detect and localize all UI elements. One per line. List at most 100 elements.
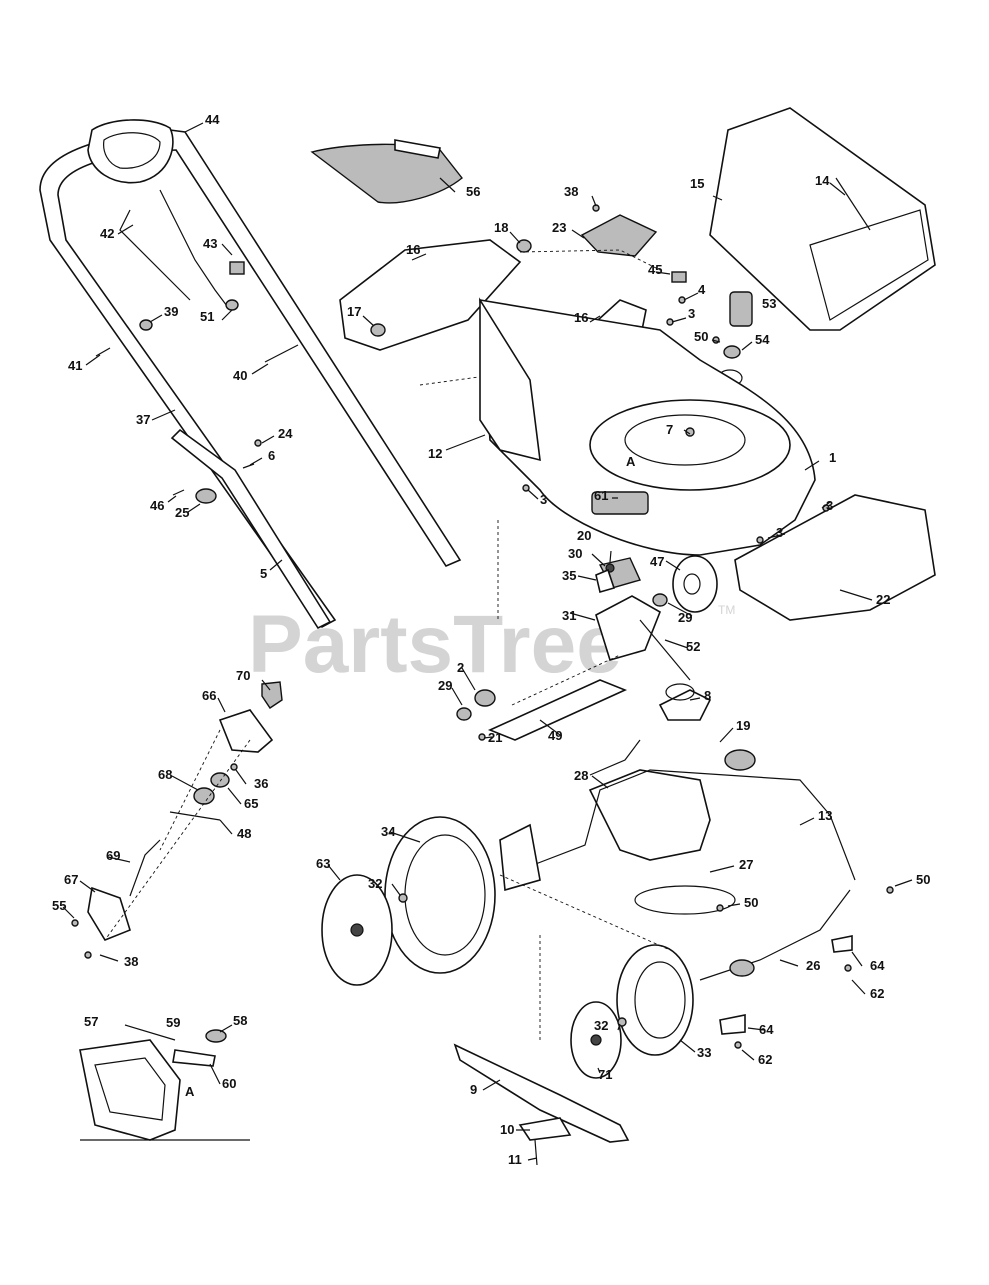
cable-clip	[229, 261, 245, 275]
bolt-50c	[886, 886, 894, 894]
rear-axle-13	[519, 769, 856, 881]
callout-32b: 32	[594, 1018, 608, 1033]
callout-9: 9	[470, 1082, 477, 1097]
callout-16a: 16	[406, 242, 420, 257]
hubcap-71-center	[590, 1034, 602, 1046]
callout-50b: 50	[744, 895, 758, 910]
callout-64b: 64	[759, 1022, 774, 1037]
callout-3b: 3	[540, 492, 547, 507]
nut-3c	[756, 536, 764, 544]
callout-67: 67	[64, 872, 78, 887]
callout-6: 6	[268, 448, 275, 463]
callout-7: 7	[666, 422, 673, 437]
screw-36	[230, 763, 238, 771]
callout-62a: 62	[870, 986, 884, 1001]
callout-41: 41	[68, 358, 82, 373]
blade-assembly	[453, 1043, 630, 1166]
cable-42	[119, 209, 191, 301]
lower-handle	[170, 428, 332, 630]
screw-55	[71, 919, 79, 927]
bolt-6	[242, 463, 255, 469]
axle-bracket	[499, 823, 541, 892]
washer-24	[254, 439, 262, 447]
hinge-60	[172, 1049, 216, 1067]
rear-bracket-12	[479, 297, 541, 462]
adapter-10	[518, 1117, 572, 1141]
pin-62a	[844, 964, 852, 972]
callout-29a: 29	[678, 610, 692, 625]
bracket-64a	[831, 935, 853, 953]
bail-grip	[103, 132, 161, 169]
handle-19	[724, 749, 756, 771]
bracket-67	[87, 886, 131, 941]
callout-3d: 3	[826, 498, 833, 513]
callout-63: 63	[316, 856, 330, 871]
upper-handle	[39, 129, 462, 629]
cap-54	[723, 345, 741, 359]
callout-50a: 50	[694, 329, 708, 344]
callout-38b: 38	[124, 954, 138, 969]
mower-deck	[479, 297, 936, 621]
lever-28	[589, 739, 641, 776]
callout-11: 11	[508, 1152, 522, 1167]
deck-dome-inner	[624, 414, 746, 466]
callout-59: 59	[166, 1015, 180, 1030]
callout-19: 19	[736, 718, 750, 733]
spring-18	[516, 239, 532, 253]
callout-8: 8	[704, 688, 711, 703]
rear-wheel-34	[384, 816, 496, 974]
callout-3a: 3	[688, 306, 695, 321]
callout-A2: A	[185, 1084, 195, 1099]
handle-knob-25	[195, 488, 217, 504]
wheels-and-axles	[321, 739, 894, 1079]
callout-71: 71	[598, 1067, 612, 1082]
callout-50c: 50	[916, 872, 930, 887]
nut-32a	[398, 893, 408, 903]
callout-42: 42	[100, 226, 114, 241]
pinion-29b	[456, 707, 472, 721]
bolt-41	[95, 347, 111, 357]
front-axle-26	[699, 889, 851, 981]
callout-64a: 64	[870, 958, 885, 973]
hinge-bracket-23	[580, 214, 658, 257]
callout-27: 27	[739, 857, 753, 872]
pinion-29a	[652, 593, 668, 607]
spring-17	[370, 323, 386, 337]
callout-20: 20	[577, 528, 591, 543]
wheel-47-hub	[683, 573, 701, 595]
callout-49: 49	[548, 728, 562, 743]
callout-29b: 29	[438, 678, 452, 693]
callout-1: 1	[829, 450, 836, 465]
rear-door-16	[339, 239, 522, 351]
deck-dome	[589, 399, 791, 491]
belt-52	[639, 619, 691, 681]
shift-plate-49	[487, 679, 628, 741]
upper-parts	[310, 107, 936, 387]
alignment-lines-upper	[419, 249, 661, 386]
callout-40: 40	[233, 368, 247, 383]
callout-14: 14	[815, 173, 830, 188]
bracket-27	[588, 769, 711, 861]
coupler-2	[474, 689, 496, 707]
wheel-47	[672, 555, 718, 613]
callout-3c: 3	[776, 525, 783, 540]
callout-16b: 16	[574, 310, 588, 325]
spring	[729, 959, 755, 977]
bolt-45	[671, 271, 687, 283]
bolt-11	[534, 1139, 538, 1166]
mulch-plug-handle	[394, 139, 441, 159]
callout-21: 21	[488, 730, 502, 745]
callout-5: 5	[260, 566, 267, 581]
front-wheel-33	[616, 944, 694, 1056]
callout-69: 69	[106, 848, 120, 863]
front-shield-22	[734, 494, 936, 621]
bolt-40	[264, 344, 299, 363]
callout-48: 48	[237, 826, 251, 841]
pin-62b	[734, 1041, 742, 1049]
pulley-8-top	[665, 683, 695, 701]
mulch-door-57	[79, 1039, 181, 1141]
shift-plate-slot	[511, 654, 621, 706]
cable-tie-51	[225, 299, 239, 311]
